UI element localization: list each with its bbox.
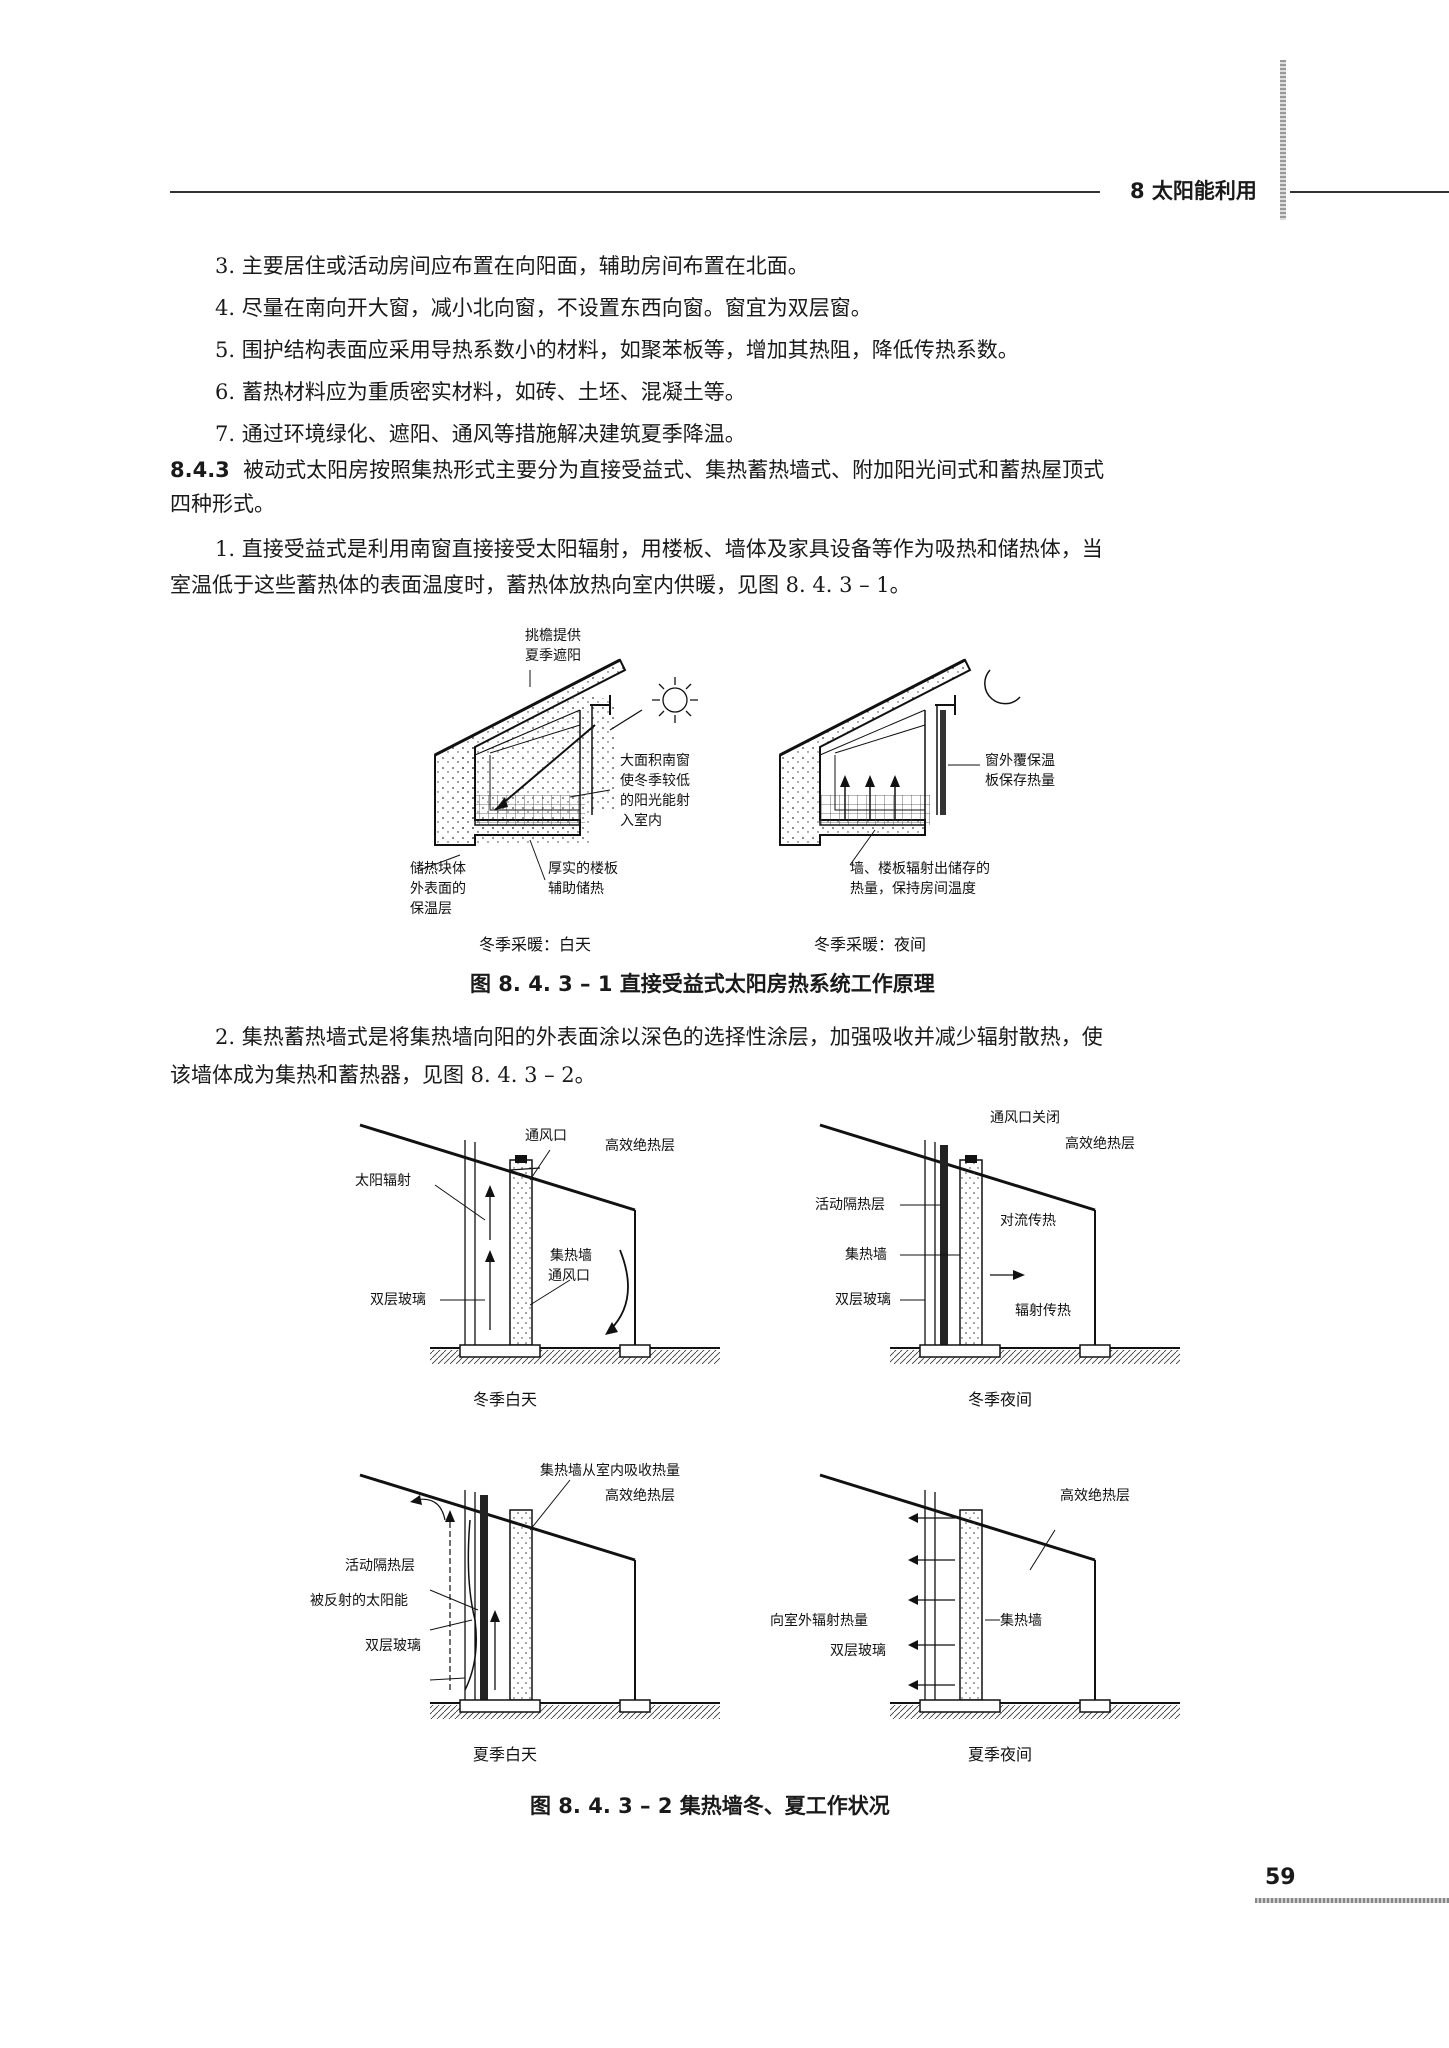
list-item: 5. 围护结构表面应采用导热系数小的材料，如聚苯板等，增加其热阻，降低传热系数。 bbox=[215, 338, 1019, 362]
wn-vent-closed: 通风口关闭 bbox=[990, 1110, 1060, 1126]
sn-wall: 集热墙 bbox=[1000, 1612, 1042, 1629]
night-house-drawing bbox=[779, 658, 1021, 866]
label-window-4: 入室内 bbox=[620, 812, 662, 829]
wn-insulation: 高效绝热层 bbox=[1065, 1135, 1135, 1152]
figure-8-4-3-1: 挑檐提供 夏季遮阳 大面积南窗 使冬季较低 的阳光能射 入室内 储热块体 外表面… bbox=[410, 628, 1055, 954]
page-edge-marker bbox=[1280, 60, 1286, 220]
wd-title: 冬季白天 bbox=[473, 1390, 537, 1409]
panel-summer-day bbox=[359, 1473, 720, 1719]
wd-vent-2: 通风口 bbox=[548, 1268, 590, 1284]
page-number: 59 bbox=[1265, 1865, 1296, 1890]
wn-glass: 双层玻璃 bbox=[835, 1291, 891, 1308]
wd-wall: 集热墙 bbox=[550, 1247, 592, 1264]
wn-title: 冬季夜间 bbox=[968, 1390, 1032, 1409]
label-window-1: 大面积南窗 bbox=[620, 752, 690, 769]
paragraph-2-line-1: 2. 集热蓄热墙式是将集热墙向阳的外表面涂以深色的选择性涂层，加强吸收并减少辐射… bbox=[215, 1025, 1103, 1049]
label-floor-1: 厚实的楼板 bbox=[548, 861, 618, 877]
label-insulation-1: 储热块体 bbox=[410, 861, 466, 877]
list-item: 4. 尽量在南向开大窗，减小北向窗，不设置东西向窗。窗宜为双层窗。 bbox=[215, 296, 872, 320]
sd-reflected: 被反射的太阳能 bbox=[310, 1593, 408, 1609]
label-eave-1: 挑檐提供 bbox=[525, 628, 581, 644]
list-item: 3. 主要居住或活动房间应布置在向阳面，辅助房间布置在北面。 bbox=[215, 254, 809, 278]
wd-glass: 双层玻璃 bbox=[370, 1291, 426, 1308]
label-radiate-1: 墙、楼板辐射出储存的 bbox=[850, 861, 990, 877]
header-rule-right bbox=[1290, 191, 1449, 193]
panel-winter-day bbox=[359, 1123, 720, 1364]
sd-movable: 活动隔热层 bbox=[345, 1558, 415, 1574]
label-insulation-3: 保温层 bbox=[410, 901, 452, 917]
figure-8-4-3-2: 通风口 高效绝热层 太阳辐射 集热墙 通风口 双层玻璃 冬季白天 通风口关闭 高… bbox=[310, 1110, 1180, 1764]
figure-2-caption: 图 8. 4. 3 – 2 集热墙冬、夏工作状况 bbox=[530, 1794, 890, 1818]
sd-absorb: 集热墙从室内吸收热量 bbox=[540, 1462, 680, 1479]
label-window-3: 的阳光能射 bbox=[620, 793, 690, 809]
label-cover-2: 板保存热量 bbox=[985, 773, 1055, 789]
sn-outward: 向室外辐射热量 bbox=[770, 1612, 868, 1629]
day-house-drawing bbox=[419, 658, 698, 881]
wd-insulation: 高效绝热层 bbox=[605, 1137, 675, 1154]
label-radiate-2: 热量，保持房间温度 bbox=[850, 881, 976, 897]
section-line-1: 8.4.3 被动式太阳房按照集热形式主要分为直接受益式、集热蓄热墙式、附加阳光间… bbox=[170, 455, 1104, 485]
label-eave-2: 夏季遮阳 bbox=[525, 648, 581, 664]
label-floor-2: 辅助储热 bbox=[548, 881, 604, 897]
wn-radiation: 辐射传热 bbox=[1015, 1303, 1071, 1319]
wd-vent: 通风口 bbox=[525, 1128, 567, 1144]
figure-1-caption: 图 8. 4. 3 – 1 直接受益式太阳房热系统工作原理 bbox=[470, 972, 935, 996]
section-text: 被动式太阳房按照集热形式主要分为直接受益式、集热蓄热墙式、附加阳光间式和蓄热屋顶… bbox=[243, 458, 1105, 482]
label-window-2: 使冬季较低 bbox=[620, 772, 690, 789]
sn-insulation: 高效绝热层 bbox=[1060, 1487, 1130, 1504]
sd-title: 夏季白天 bbox=[473, 1745, 537, 1764]
sub-caption-day: 冬季采暖：白天 bbox=[479, 935, 591, 954]
wn-movable: 活动隔热层 bbox=[815, 1197, 885, 1213]
label-cover-1: 窗外覆保温 bbox=[985, 752, 1055, 769]
paragraph-1-line-1: 1. 直接受益式是利用南窗直接接受太阳辐射，用楼板、墙体及家具设备等作为吸热和储… bbox=[215, 537, 1103, 561]
wn-wall: 集热墙 bbox=[845, 1246, 887, 1263]
label-insulation-2: 外表面的 bbox=[410, 881, 466, 897]
paragraph-1-line-2: 室温低于这些蓄热体的表面温度时，蓄热体放热向室内供暖，见图 8. 4. 3 – … bbox=[170, 573, 911, 597]
chapter-header: 8 太阳能利用 bbox=[1130, 179, 1257, 203]
section-number: 8.4.3 bbox=[170, 458, 230, 482]
paragraph-2-line-2: 该墙体成为集热和蓄热器，见图 8. 4. 3 – 2。 bbox=[170, 1063, 596, 1087]
sd-insulation: 高效绝热层 bbox=[605, 1487, 675, 1504]
sn-title: 夏季夜间 bbox=[968, 1745, 1032, 1764]
wn-convection: 对流传热 bbox=[1000, 1213, 1056, 1229]
page-number-rule bbox=[1255, 1898, 1449, 1903]
list-item: 7. 通过环境绿化、遮阳、通风等措施解决建筑夏季降温。 bbox=[215, 422, 746, 446]
moon-icon bbox=[984, 669, 1021, 705]
header-rule bbox=[170, 191, 1100, 193]
sub-caption-night: 冬季采暖：夜间 bbox=[814, 935, 926, 954]
wd-sun: 太阳辐射 bbox=[355, 1173, 411, 1189]
list-item: 6. 蓄热材料应为重质密实材料，如砖、土坯、混凝土等。 bbox=[215, 380, 746, 404]
section-line-2: 四种形式。 bbox=[170, 492, 275, 516]
panel-summer-night bbox=[819, 1473, 1180, 1719]
sn-glass: 双层玻璃 bbox=[830, 1642, 886, 1659]
sd-glass: 双层玻璃 bbox=[365, 1637, 421, 1654]
panel-winter-night bbox=[819, 1123, 1180, 1364]
